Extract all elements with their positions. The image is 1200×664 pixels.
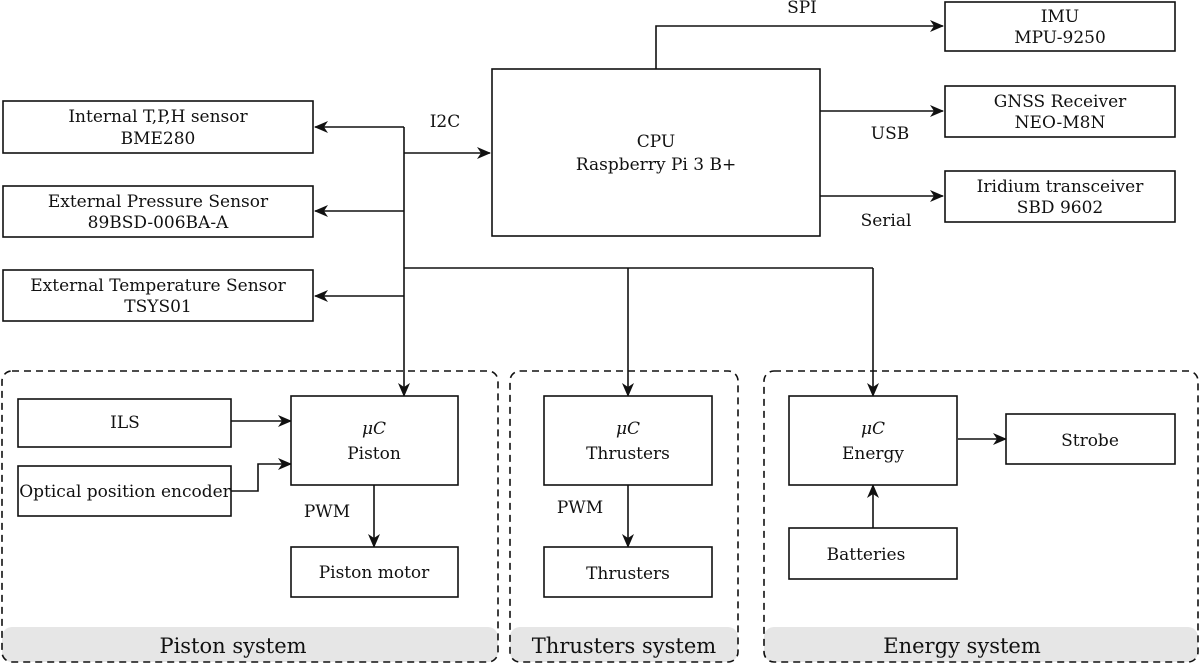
uc-energy-block: μC Energy	[788, 395, 958, 486]
bme280-title: Internal T,P,H sensor	[68, 107, 248, 127]
encoder-label: Optical position encoder	[19, 482, 231, 502]
pwm-piston-label: PWM	[304, 502, 350, 522]
piston-system-label: Piston system	[159, 634, 306, 658]
bme280-model: BME280	[121, 129, 196, 149]
gnss-title: GNSS Receiver	[994, 92, 1127, 112]
spi-label: SPI	[787, 0, 817, 18]
spi-link	[650, 20, 944, 82]
pressure-sensor-block: External Pressure Sensor 89BSD-006BA-A	[2, 185, 314, 238]
piston-system-group: Piston system	[1, 370, 499, 663]
encoder-to-uc-piston	[231, 458, 292, 492]
iridium-model: SBD 9602	[1017, 198, 1103, 218]
imu-title: IMU	[1041, 7, 1079, 27]
pressure-sensor-title: External Pressure Sensor	[48, 192, 269, 212]
thrusters-system-group: Thrusters system	[509, 370, 739, 663]
uc-piston-title: μC	[362, 419, 386, 439]
uc-piston-name: Piston	[347, 444, 401, 464]
temperature-sensor-title: External Temperature Sensor	[30, 276, 286, 296]
uc-thrusters-block: μC Thrusters	[543, 395, 713, 486]
gnss-block: GNSS Receiver NEO-M8N	[944, 85, 1176, 138]
ils-block: ILS	[17, 398, 232, 448]
thrusters-block: Thrusters	[543, 546, 713, 598]
strobe-label: Strobe	[1061, 431, 1119, 451]
ils-label: ILS	[110, 413, 140, 433]
strobe-block: Strobe	[1005, 413, 1176, 465]
temperature-sensor-model: TSYS01	[124, 297, 192, 317]
batteries-block: Batteries	[788, 527, 958, 580]
pressure-sensor-model: 89BSD-006BA-A	[88, 213, 229, 233]
piston-motor-label: Piston motor	[319, 563, 430, 583]
cpu-title: CPU	[637, 132, 675, 152]
connections	[231, 20, 1007, 548]
thrusters-label: Thrusters	[586, 564, 670, 584]
bme280-block: Internal T,P,H sensor BME280	[2, 100, 314, 154]
pwm-thrusters-label: PWM	[557, 498, 603, 518]
cpu-model: Raspberry Pi 3 B+	[576, 155, 736, 175]
i2c-label: I2C	[430, 112, 461, 132]
gnss-model: NEO-M8N	[1015, 113, 1106, 133]
iridium-block: Iridium transceiver SBD 9602	[944, 170, 1176, 223]
energy-system-group: Energy system	[763, 370, 1199, 663]
uc-energy-name: Energy	[842, 444, 904, 464]
uc-thrusters-title: μC	[616, 419, 640, 439]
uc-thrusters-name: Thrusters	[586, 444, 670, 464]
energy-system-label: Energy system	[883, 634, 1041, 658]
usb-label: USB	[871, 124, 909, 144]
encoder-block: Optical position encoder	[17, 465, 232, 517]
batteries-label: Batteries	[827, 545, 906, 565]
imu-model: MPU-9250	[1014, 28, 1106, 48]
uc-piston-block: μC Piston	[290, 395, 459, 486]
iridium-title: Iridium transceiver	[977, 177, 1145, 197]
uc-energy-title: μC	[861, 419, 885, 439]
cpu-block: CPU Raspberry Pi 3 B+	[491, 68, 821, 237]
thrusters-system-label: Thrusters system	[532, 634, 717, 658]
imu-block: IMU MPU-9250	[944, 1, 1176, 52]
serial-label: Serial	[861, 211, 912, 231]
temperature-sensor-block: External Temperature Sensor TSYS01	[2, 269, 314, 322]
piston-motor-block: Piston motor	[290, 546, 459, 598]
